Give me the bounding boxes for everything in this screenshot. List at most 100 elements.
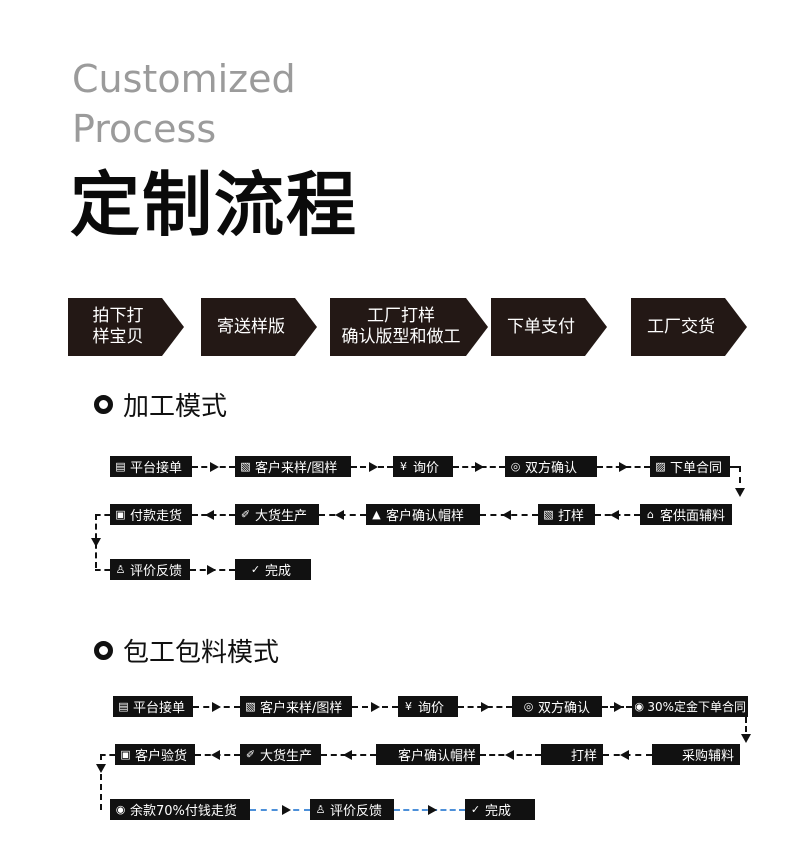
m1-box-contract: ▨ 下单合同 <box>650 456 730 477</box>
handshake-icon: ◎ <box>523 700 534 713</box>
connector-dashed <box>95 514 110 516</box>
page-title: 定制流程 <box>70 164 358 246</box>
box-label: 完成 <box>265 564 292 579</box>
arrow-down-icon <box>91 538 101 547</box>
m1-box-review: ♙ 评价反馈 <box>110 559 190 580</box>
m2-box-sampling: 打样 <box>541 744 603 765</box>
check-circle-icon: ✓ <box>250 563 261 576</box>
mode2-title: 包工包料模式 <box>123 638 280 668</box>
m2-box-review: ♙ 评价反馈 <box>310 799 394 820</box>
home-icon: ⌂ <box>647 508 654 521</box>
m1-box-platform-order: ▤ 平台接单 <box>110 456 192 477</box>
arrow-right-icon <box>371 702 380 712</box>
arrow-right-icon <box>212 702 221 712</box>
arrow-right-icon <box>369 462 378 472</box>
box-label: 客户来样/图样 <box>255 461 338 476</box>
box-label: 客户确认帽样 <box>397 749 476 764</box>
m2-box-deposit-contract: ◉30%定金下单合同 <box>632 696 748 717</box>
connector-dashed-blue <box>250 809 310 811</box>
box-label: 大货生产 <box>260 749 313 764</box>
mode1-title: 加工模式 <box>123 392 228 422</box>
box-label: 平台接单 <box>130 461 183 476</box>
box-label: 客户确认帽样 <box>386 509 465 524</box>
arrow-left-icon <box>211 750 220 760</box>
box-label: 打样 <box>570 749 597 764</box>
box-label: 打样 <box>558 509 585 524</box>
arrow-down-icon <box>96 764 106 773</box>
hat-icon: ▲ <box>372 508 381 521</box>
step-5-chevron: 工厂交货 <box>631 298 747 356</box>
m1-box-hat-sample-confirm: ▲ 客户确认帽样 <box>366 504 480 525</box>
arrow-right-icon <box>475 462 484 472</box>
check-circle-icon: ✓ <box>470 803 481 816</box>
arrow-left-icon <box>343 750 352 760</box>
mode1-heading: 加工模式 <box>94 386 227 423</box>
handshake-icon: ◎ <box>510 460 521 473</box>
box-label: 双方确认 <box>538 701 591 716</box>
box-label: 付款走货 <box>130 509 183 524</box>
arrow-right-icon <box>614 702 623 712</box>
connector-dashed <box>95 569 110 571</box>
yen-icon: ¥ <box>400 460 407 473</box>
edit-doc-icon: ▧ <box>240 460 251 473</box>
m1-box-complete: ✓ 完成 <box>235 559 311 580</box>
document-icon: ▤ <box>118 700 129 713</box>
m2-box-customer-inspection: ▣ 客户验货 <box>115 744 195 765</box>
m2-box-inquiry: ¥ 询价 <box>398 696 458 717</box>
box-label: 客户验货 <box>135 749 188 764</box>
arrow-down-icon <box>735 488 745 497</box>
m2-box-platform-order: ▤平台接单 <box>113 696 193 717</box>
english-title-line1: Customized <box>72 57 296 101</box>
arrow-right-icon <box>282 805 291 815</box>
inspect-icon: ▣ <box>120 748 131 761</box>
bullet-ring-icon <box>94 641 113 660</box>
step-2-chevron: 寄送样版 <box>201 298 317 356</box>
box-label: 询价 <box>418 701 445 716</box>
m2-box-mass-production: ✐ 大货生产 <box>240 744 321 765</box>
box-label: 完成 <box>485 804 512 819</box>
connector-dashed <box>100 754 115 756</box>
arrow-down-icon <box>741 734 751 743</box>
m2-box-complete: ✓ 完成 <box>465 799 535 820</box>
step-3-chevron: 工厂打样 确认版型和做工 <box>330 298 488 356</box>
edit-icon: ▧ <box>543 508 554 521</box>
contract-icon: ▨ <box>655 460 666 473</box>
arrow-left-icon <box>505 750 514 760</box>
tools-icon: ✐ <box>240 508 251 521</box>
box-label: 评价反馈 <box>130 564 183 579</box>
box-label: 大货生产 <box>255 509 308 524</box>
yen-icon: ¥ <box>405 700 412 713</box>
m1-box-confirm: ◎ 双方确认 <box>505 456 597 477</box>
box-label: 采购辅料 <box>681 749 734 764</box>
edit-doc-icon: ▧ <box>245 700 256 713</box>
box-label: 双方确认 <box>525 461 578 476</box>
mode2-heading: 包工包料模式 <box>94 632 279 669</box>
payment-icon: ▣ <box>115 508 126 521</box>
document-icon: ▤ <box>115 460 126 473</box>
thumb-up-icon: ♙ <box>115 563 126 576</box>
m2-box-balance-payment: ◉余款70%付钱走货 <box>110 799 250 820</box>
box-label: 询价 <box>413 461 440 476</box>
step-1-chevron: 拍下打 样宝贝 <box>68 298 184 356</box>
box-label: 余款70%付钱走货 <box>130 804 237 819</box>
arrow-left-icon <box>620 750 629 760</box>
box-label: 客供面辅料 <box>660 509 726 524</box>
bullet-ring-icon <box>94 395 113 414</box>
m2-box-customer-sample: ▧ 客户来样/图样 <box>240 696 352 717</box>
deposit-icon: ◉ <box>634 700 644 713</box>
arrow-left-icon <box>610 510 619 520</box>
english-title-line2: Process <box>72 107 217 151</box>
m1-box-payment-shipping: ▣ 付款走货 <box>110 504 192 525</box>
m1-box-sampling: ▧ 打样 <box>538 504 595 525</box>
arrow-left-icon <box>502 510 511 520</box>
box-label: 客户来样/图样 <box>260 701 343 716</box>
arrow-right-icon <box>207 565 216 575</box>
box-label: 评价反馈 <box>330 804 383 819</box>
arrow-right-icon <box>481 702 490 712</box>
connector-dashed-vertical <box>739 466 741 494</box>
m1-box-client-materials: ⌂ 客供面辅料 <box>640 504 732 525</box>
thumb-up-icon: ♙ <box>315 803 326 816</box>
tools-icon: ✐ <box>245 748 256 761</box>
arrow-right-icon <box>619 462 628 472</box>
box-label: 下单合同 <box>670 461 723 476</box>
